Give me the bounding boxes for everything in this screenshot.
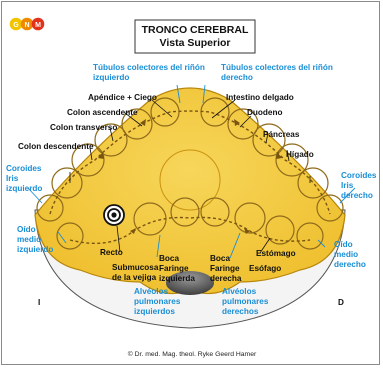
lower-lobe-ring xyxy=(56,197,324,250)
lobe-coroides-izq xyxy=(36,194,64,222)
center-circle xyxy=(159,149,221,211)
title-line-1: TRONCO CEREBRAL xyxy=(142,24,249,36)
flow-arrows xyxy=(98,119,282,234)
footer-copyright: © Dr. med. Mag. theol. Ryke Geerd Hamer xyxy=(128,350,257,358)
diagram-frame xyxy=(1,1,380,365)
label-boca-der-1: Boca xyxy=(210,254,230,263)
pons-dark-base xyxy=(166,271,214,295)
blue-leader-lines xyxy=(27,84,356,259)
upper-lobe-ring xyxy=(36,97,344,222)
label-submucosa-2: de la vejiga xyxy=(112,273,157,282)
label-coroides-izq-2: Iris xyxy=(6,174,19,183)
logo-circle-n xyxy=(20,17,34,31)
lobe-colon-trans xyxy=(71,143,105,177)
lobe-higado xyxy=(297,167,329,199)
label-side-left: I xyxy=(38,298,40,307)
label-oido-izq-3: izquierdo xyxy=(17,245,53,254)
lobe-boca-der xyxy=(200,197,230,227)
logo-circle-m xyxy=(31,17,45,31)
label-boca-izq-1: Boca xyxy=(159,254,179,263)
label-coroides-der-2: Iris xyxy=(341,181,354,190)
label-colon-asc: Colon ascendente xyxy=(67,108,138,117)
label-submucosa-1: Submucosa xyxy=(112,263,159,272)
target-symbol xyxy=(103,204,125,226)
title-box xyxy=(134,19,256,54)
label-tubulos-der-2: derecho xyxy=(221,73,253,82)
label-coroides-izq-1: Coroides xyxy=(6,164,42,173)
gnm-logo: G N M xyxy=(9,17,45,31)
logo-letter-m: M xyxy=(35,22,41,29)
lobe-colon-desc xyxy=(51,167,83,199)
label-alv-izq-1: Alvéolos xyxy=(134,287,169,296)
label-alv-der-1: Alvéolos xyxy=(222,287,257,296)
label-esofago: Esófago xyxy=(249,264,281,273)
brainstem-yellow-body xyxy=(34,87,346,295)
lobe-pancreas xyxy=(275,143,309,177)
logo-circle-g xyxy=(9,17,23,31)
lobe-estomago xyxy=(265,215,295,245)
lobe-apendice xyxy=(121,108,153,140)
label-tubulos-izq-1: Túbulos colectores del riñón xyxy=(93,63,205,72)
logo-letter-g: G xyxy=(13,22,19,29)
lobe-coroides-der xyxy=(316,194,344,222)
label-oido-der-2: medio xyxy=(334,250,358,259)
label-coroides-izq-3: izquierdo xyxy=(6,184,42,193)
black-leader-lines xyxy=(69,99,311,254)
label-colon-desc: Colon descendente xyxy=(18,142,94,151)
label-oido-izq-2: medio xyxy=(17,235,41,244)
label-side-right: D xyxy=(338,298,344,307)
label-tubulos-izq-2: izquierdo xyxy=(93,73,129,82)
label-alv-der-3: derechos xyxy=(222,307,259,316)
label-coroides-der-1: Coroides xyxy=(341,171,377,180)
label-tubulos-der-1: Túbulos colectores del riñón xyxy=(221,63,333,72)
logo-letter-n: N xyxy=(24,22,29,29)
lobe-boca-izq xyxy=(170,197,200,227)
lobe-oido-izq xyxy=(56,222,84,250)
label-pancreas: Páncreas xyxy=(263,130,300,139)
label-apendice: Apéndice + Ciego xyxy=(88,93,157,102)
label-colon-trans: Colon transverso xyxy=(50,123,117,132)
label-higado: Hígado xyxy=(286,150,314,159)
organ-pathway-upper xyxy=(49,110,331,215)
label-oido-der-1: Oído xyxy=(334,240,353,249)
label-intestino: Intestino delgado xyxy=(226,93,294,102)
title-line-2: Vista Superior xyxy=(160,37,231,49)
label-alv-izq-2: pulmonares xyxy=(134,297,181,306)
label-coroides-der-3: derecho xyxy=(341,191,373,200)
label-boca-der-2: Faringe xyxy=(210,264,240,273)
label-estomago: Estómago xyxy=(256,249,296,258)
label-boca-der-3: derecha xyxy=(210,274,242,283)
lobe-esofago xyxy=(234,202,266,234)
label-boca-izq-3: izquierda xyxy=(159,274,195,283)
label-alv-izq-3: izquierdos xyxy=(134,307,175,316)
lobe-colon-asc xyxy=(94,123,128,157)
label-recto: Recto xyxy=(100,248,123,257)
label-oido-izq-1: Oído xyxy=(17,225,36,234)
label-duodeno: Duodeno xyxy=(247,108,282,117)
label-oido-der-3: derecho xyxy=(334,260,366,269)
label-boca-izq-2: Faringe xyxy=(159,264,189,273)
lobe-duodeno xyxy=(252,123,286,157)
label-alv-der-2: pulmonares xyxy=(222,297,269,306)
lobe-intestino xyxy=(227,108,259,140)
lobe-oido-der xyxy=(296,222,324,250)
